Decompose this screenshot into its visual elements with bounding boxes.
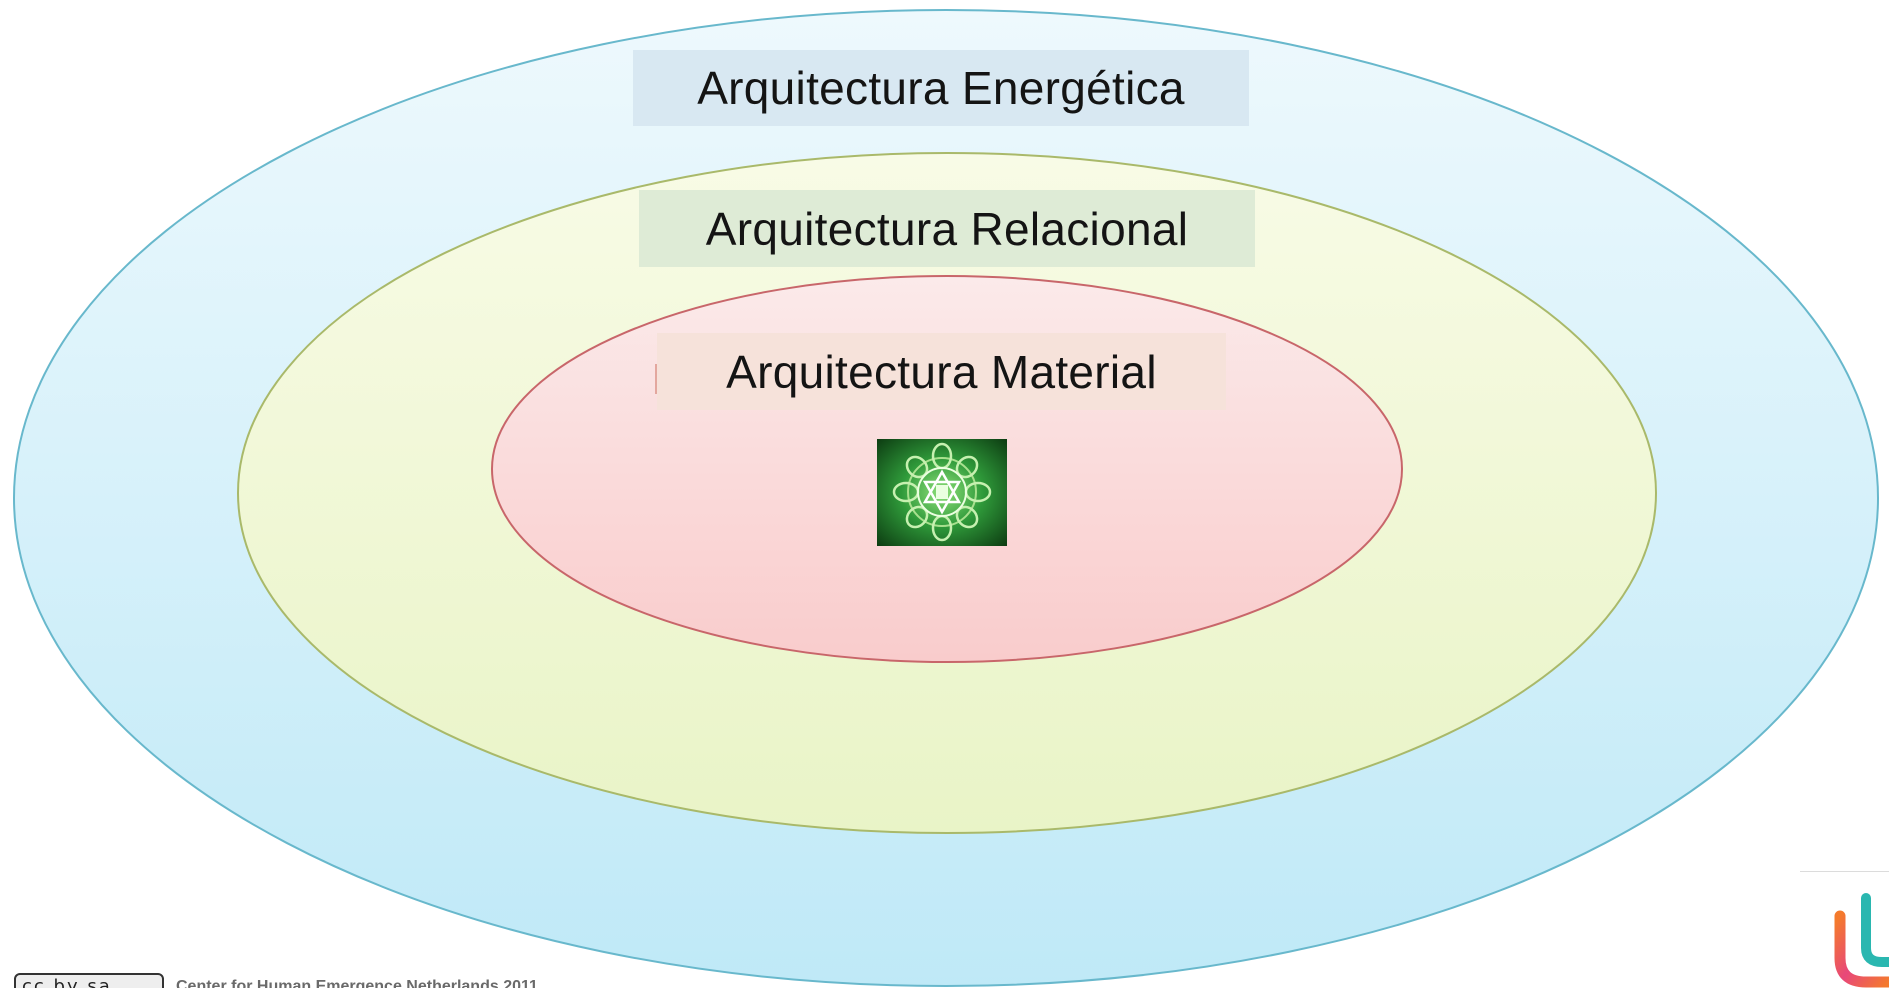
license-badge-text: cc by sa xyxy=(22,976,112,988)
corner-divider xyxy=(1800,871,1889,872)
layer-label-relacional: Arquitectura Relacional xyxy=(639,190,1255,267)
label-edge-mark xyxy=(655,364,657,394)
footer-credit: Center for Human Emergence Netherlands 2… xyxy=(176,978,538,988)
creative-commons-badge-icon: cc by sa xyxy=(14,973,164,988)
heart-chakra-mandala-icon xyxy=(877,439,1007,546)
layer-label-material: Arquitectura Material xyxy=(657,333,1226,410)
u-logo-icon xyxy=(1834,893,1889,988)
layer-label-energetica: Arquitectura Energética xyxy=(633,50,1249,126)
